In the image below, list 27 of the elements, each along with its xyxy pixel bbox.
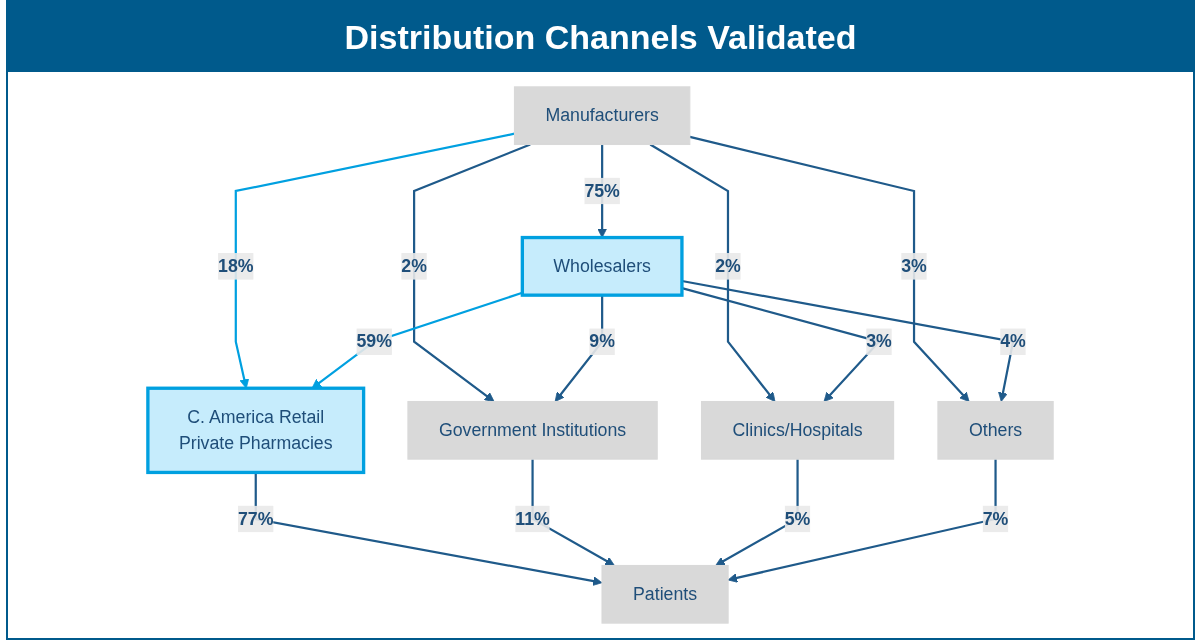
edge-label: 2% (401, 256, 427, 276)
node-box (146, 386, 366, 475)
title-banner: Distribution Channels Validated (8, 2, 1193, 72)
node-box (601, 564, 729, 624)
arrow (412, 143, 531, 402)
arrow (234, 132, 515, 389)
edge-label: 3% (901, 256, 927, 276)
node-box (520, 235, 684, 297)
edge-label: 18% (218, 256, 254, 276)
edge-label: 7% (982, 509, 1009, 528)
edge-label: 9% (589, 331, 615, 351)
edge-label: 59% (356, 331, 392, 351)
edge-label: 77% (237, 509, 274, 528)
edge-label: 2% (715, 256, 741, 276)
edge-label: 3% (866, 331, 892, 351)
node-box (700, 400, 895, 460)
frame-border: Distribution Channels Validated 75% 18% 2% 2% 3% 59% 9% 3% 4% 77% 11% 5% 7% Manufacturers Wholesalers C. America Retail Private Pharmacies Government Institutions Clinics/Hospitals Others Patients (6, 0, 1195, 640)
arrow (689, 135, 970, 402)
arrow (649, 143, 776, 402)
node-box (937, 400, 1054, 460)
node-box (513, 86, 691, 146)
edge-label: 4% (1000, 331, 1026, 351)
arrow (311, 291, 523, 389)
edge-label: 75% (584, 181, 620, 200)
edge-label: 5% (784, 509, 811, 528)
node-box (407, 400, 658, 460)
edge-label: 11% (515, 509, 550, 528)
